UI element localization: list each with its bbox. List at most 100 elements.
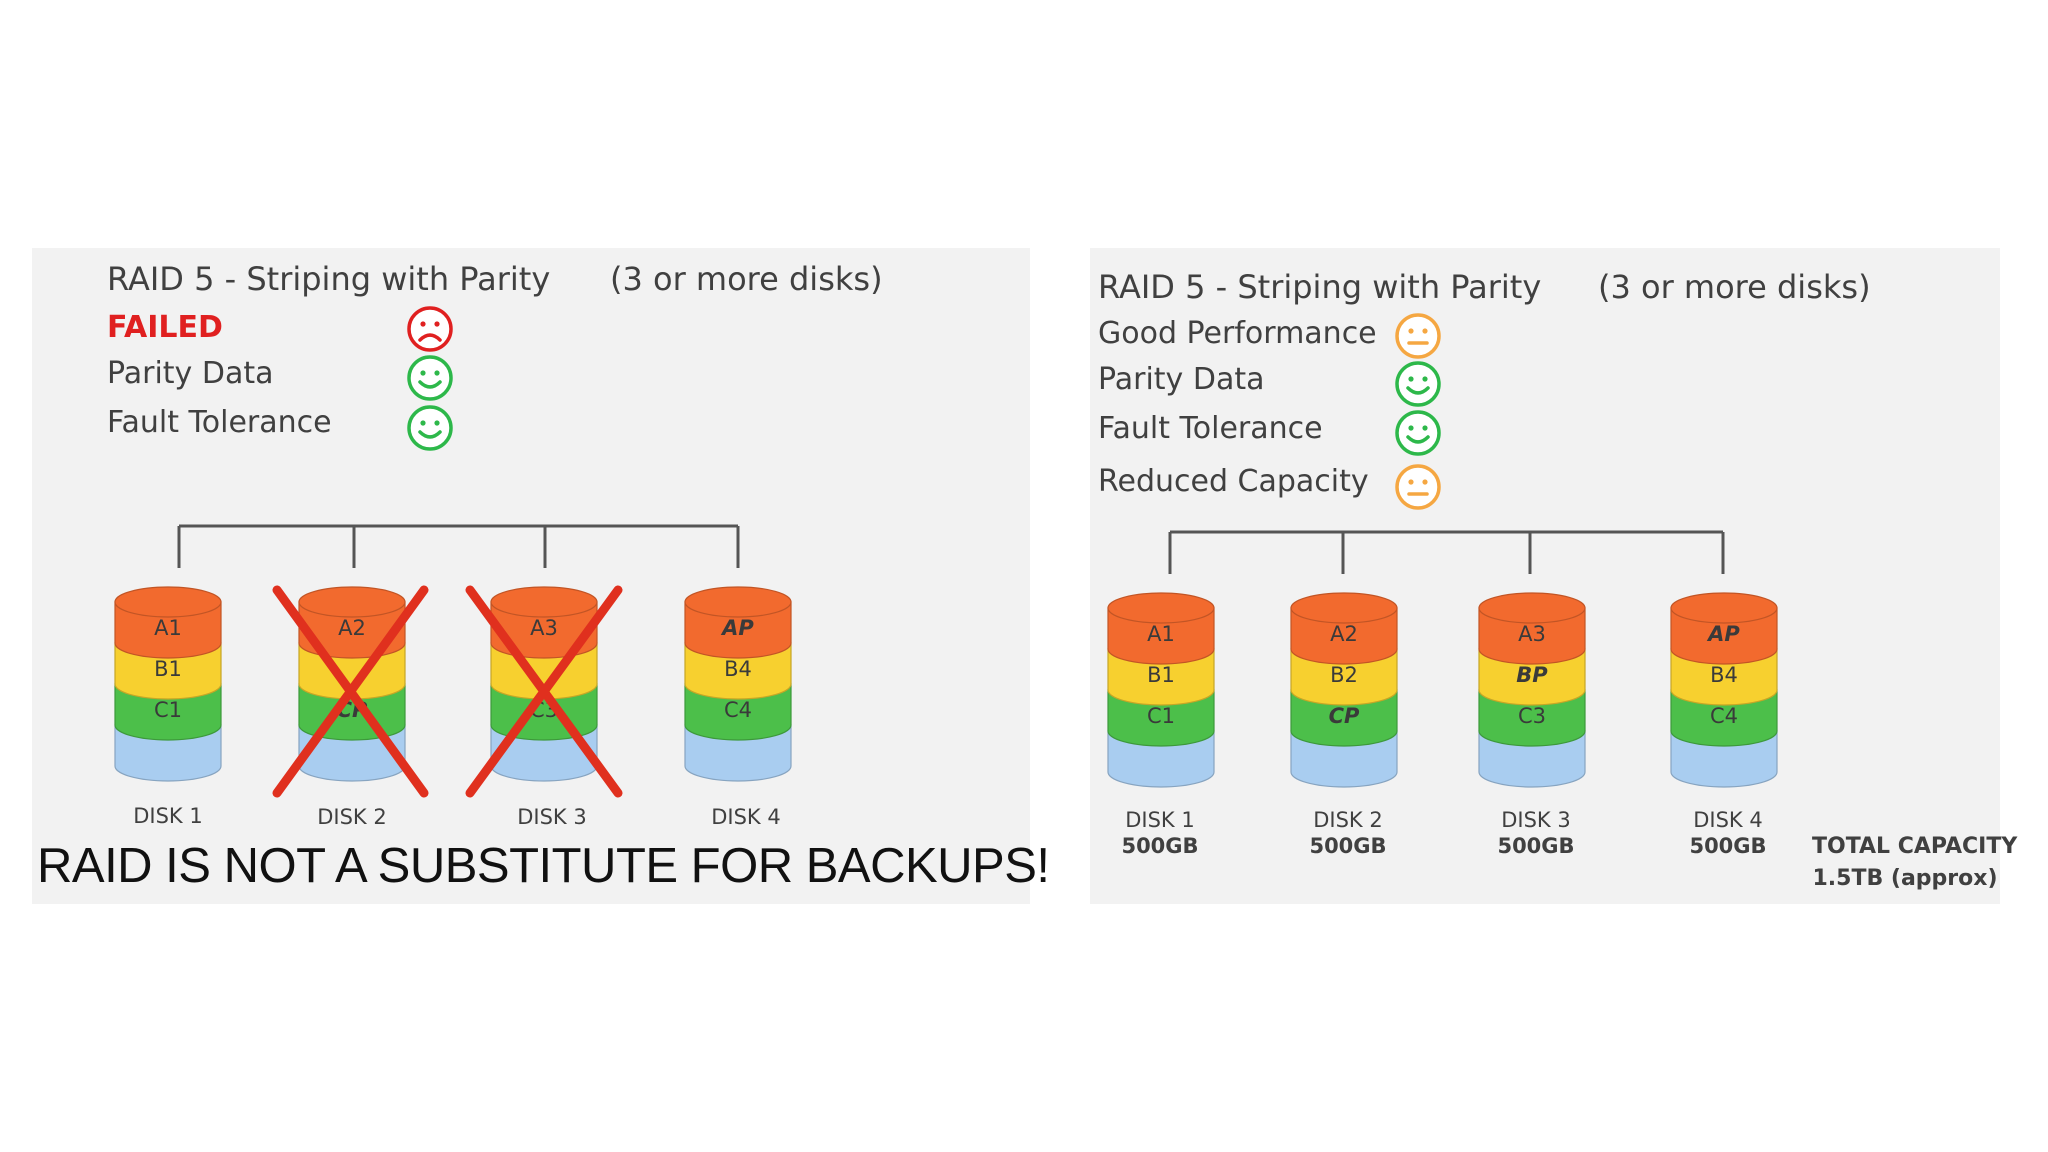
disk-layer	[1478, 648, 1586, 706]
happy-face-icon	[406, 354, 454, 402]
disk-layer	[1290, 648, 1398, 706]
failed-disk-crosses	[272, 585, 623, 798]
disk-layer	[684, 683, 792, 741]
disk-top-cap	[114, 586, 222, 618]
disk-size: 500GB	[1497, 834, 1575, 858]
panel-subtitle: (3 or more disks)	[610, 260, 883, 298]
neutral-face-icon	[1394, 463, 1442, 511]
disk-layer	[1107, 730, 1215, 788]
happy-face-icon	[1394, 409, 1442, 457]
disk-layer	[1478, 730, 1586, 788]
disk-block-label: AP	[1706, 622, 1740, 646]
disk-label: DISK 2	[317, 805, 387, 829]
disk-layer	[1478, 689, 1586, 747]
disk-block-label: C1	[154, 698, 182, 722]
disk-top-cap	[1670, 592, 1778, 624]
disk-layer	[1107, 607, 1215, 665]
disk-block-label: A2	[338, 616, 366, 640]
disk-label: DISK 3	[1501, 808, 1571, 832]
disk-block-label: C1	[1147, 704, 1175, 728]
disk-layer	[114, 642, 222, 700]
disk-layer	[114, 683, 222, 741]
total-capacity-value: 1.5TB (approx)	[1812, 866, 1998, 891]
disk-layer	[684, 724, 792, 782]
disk-layer	[114, 601, 222, 659]
disk-label: DISK 4	[1693, 808, 1763, 832]
cross-disk-3-b	[465, 585, 623, 798]
disk-size: 500GB	[1121, 834, 1199, 858]
raid5-overview-panel: RAID 5 - Striping with Parity (3 or more…	[1090, 248, 2018, 904]
disk-top-cap	[1478, 592, 1586, 624]
disk-layer	[1670, 648, 1778, 706]
feature-parity-label: Parity Data	[107, 356, 274, 391]
disk-layer	[1290, 689, 1398, 747]
disk-top-cap	[490, 586, 598, 618]
disk-layer	[684, 642, 792, 700]
feature-fault-tolerance-label: Fault Tolerance	[1098, 411, 1323, 446]
panel-title: RAID 5 - Striping with Parity	[107, 260, 551, 298]
disk-top-cap	[684, 586, 792, 618]
disk-block-label: B4	[1710, 663, 1738, 687]
disk-layer	[1290, 607, 1398, 665]
disk-block-label: BP	[1516, 663, 1548, 687]
feature-fault-tolerance-label: Fault Tolerance	[107, 405, 332, 440]
disk-label: DISK 1	[1125, 808, 1195, 832]
total-capacity-label: TOTAL CAPACITY	[1812, 834, 2018, 859]
connector-lines	[1168, 530, 1725, 574]
disk-layer	[1478, 607, 1586, 665]
feature-failed-label: FAILED	[107, 310, 223, 345]
disk-block-label: A3	[530, 616, 558, 640]
disk-layer	[1107, 648, 1215, 706]
disk-label: DISK 2	[1313, 808, 1383, 832]
disk-label: DISK 1	[133, 804, 203, 828]
disk-block-label: A1	[154, 616, 182, 640]
disk-label: DISK 4	[711, 805, 781, 829]
feature-capacity-label: Reduced Capacity	[1098, 464, 1369, 499]
disk-layer	[1290, 730, 1398, 788]
disk-layer	[1670, 607, 1778, 665]
disk-layer	[490, 601, 598, 659]
disk-layer	[298, 601, 406, 659]
cross-disk-2-b	[272, 585, 429, 798]
feature-parity-label: Parity Data	[1098, 362, 1265, 397]
disk-block-label: C4	[1710, 704, 1738, 728]
disk-block-label: B1	[1147, 663, 1175, 687]
disk-block-label: C3	[1518, 704, 1546, 728]
disk-block-label: AP	[720, 616, 754, 640]
disk-size: 500GB	[1689, 834, 1767, 858]
disk-block-label: C4	[724, 698, 752, 722]
panel-title: RAID 5 - Striping with Parity	[1098, 268, 1542, 306]
feature-performance-label: Good Performance	[1098, 316, 1377, 351]
disk-block-label: B1	[154, 657, 182, 681]
disk-label: DISK 3	[517, 805, 587, 829]
disk-block-label: B4	[724, 657, 752, 681]
happy-face-icon	[1394, 360, 1442, 408]
raid5-failed-panel: RAID 5 - Striping with Parity (3 or more…	[32, 248, 1050, 904]
disk-layer	[1670, 730, 1778, 788]
disk-block-label: CP	[1329, 704, 1360, 728]
disk-layer	[684, 601, 792, 659]
disk-top-cap	[1107, 592, 1215, 624]
disk-size: 500GB	[1309, 834, 1387, 858]
connector-lines	[177, 524, 740, 568]
happy-face-icon	[406, 404, 454, 452]
panel-subtitle: (3 or more disks)	[1598, 268, 1871, 306]
disk-block-label: A1	[1147, 622, 1175, 646]
backup-warning-banner: RAID IS NOT A SUBSTITUTE FOR BACKUPS!	[37, 839, 1050, 893]
disk-layer	[1670, 689, 1778, 747]
disk-layer	[1107, 689, 1215, 747]
disk-top-cap	[1290, 592, 1398, 624]
sad-face-icon	[406, 305, 454, 353]
neutral-face-icon	[1394, 312, 1442, 360]
disk-layer	[114, 724, 222, 782]
disk-block-label: A2	[1330, 622, 1358, 646]
disk-top-cap	[298, 586, 406, 618]
disk-layer	[490, 724, 598, 782]
disk-block-label: A3	[1518, 622, 1546, 646]
